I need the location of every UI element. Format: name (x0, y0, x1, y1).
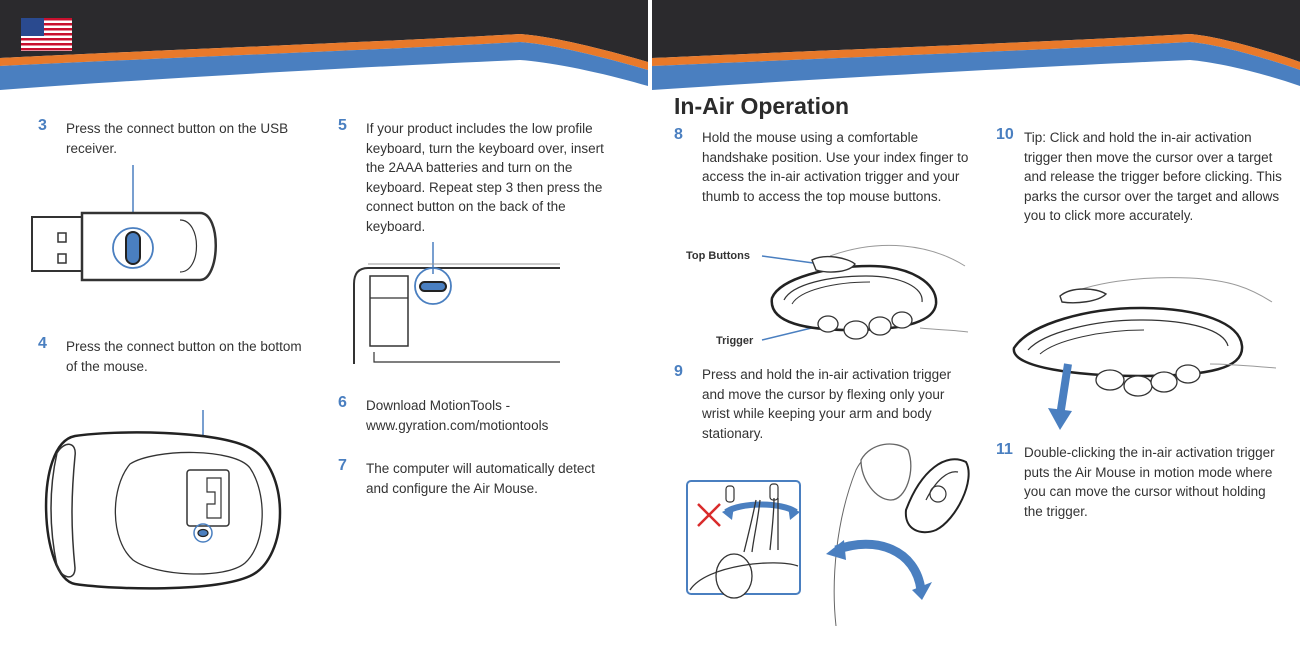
trigger-callout: Trigger (716, 335, 754, 347)
step-text: Hold the mouse using a comfortable hands… (702, 130, 969, 204)
header-banner (0, 0, 1300, 90)
step-text: Press the connect button on the USB rece… (66, 121, 289, 156)
step-text: If your product includes the low profile… (366, 121, 604, 234)
step-text: Double-clicking the in-air activation tr… (1024, 445, 1275, 519)
arm-motion-illustration (686, 443, 970, 627)
step-text: The computer will automatically detect a… (366, 461, 595, 496)
us-flag-icon (21, 18, 72, 51)
down-arrow-icon (1048, 363, 1072, 430)
keyboard-back-illustration (353, 242, 560, 364)
mouse-bottom-illustration (44, 410, 282, 590)
step-text: Tip: Click and hold the in-air activatio… (1024, 130, 1282, 223)
handshake-grip-illustration: Top Buttons Trigger (686, 244, 969, 347)
step-number: 6 (338, 394, 347, 411)
step-number: 7 (338, 457, 347, 474)
step-number: 8 (674, 126, 683, 143)
step-number: 9 (674, 363, 683, 380)
section-heading: In-Air Operation (674, 93, 850, 119)
step-number: 5 (338, 117, 347, 134)
step-number: 11 (996, 441, 1013, 458)
park-cursor-illustration (1012, 277, 1277, 430)
usb-receiver-illustration (31, 165, 217, 282)
step-text: Press the connect button on the bottom o… (66, 339, 302, 374)
top-buttons-callout: Top Buttons (686, 250, 750, 262)
step-number: 10 (996, 126, 1014, 143)
step-number: 4 (38, 335, 47, 352)
step-number: 3 (38, 117, 47, 134)
step-text: Press and hold the in-air activation tri… (702, 367, 952, 441)
incorrect-x-icon (697, 503, 721, 527)
step-text: Download MotionTools - www.gyration.com/… (366, 398, 549, 433)
